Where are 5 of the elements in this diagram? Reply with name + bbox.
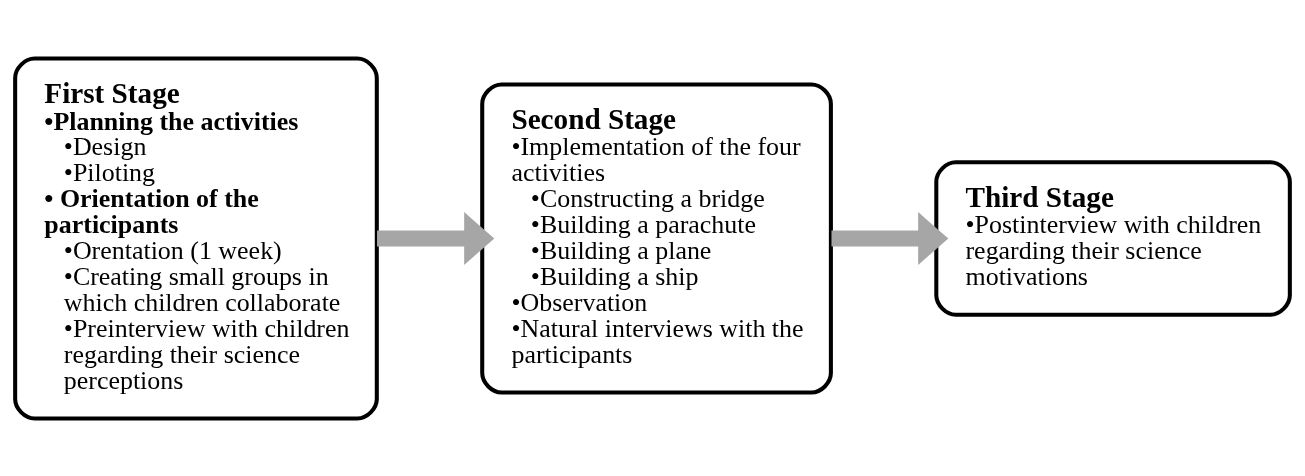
arrow [377,211,495,265]
arrow [831,211,949,265]
node-box: First Stage •Planning the activities •Design •Piloting • Orientation of the participants •Orentation (1 week) •Creating small groups in which children collaborate •Preinterview with children regarding their science perceptions [13,55,379,421]
node-box: Third Stage •Postinterview with children regarding their science motivations [934,159,1292,317]
node-box: Second Stage •Implementation of the four activities •Constructing a bridge •Building a parachute •Building a plane •Building a ship •Observation •Natural interviews with the participants [480,81,833,395]
